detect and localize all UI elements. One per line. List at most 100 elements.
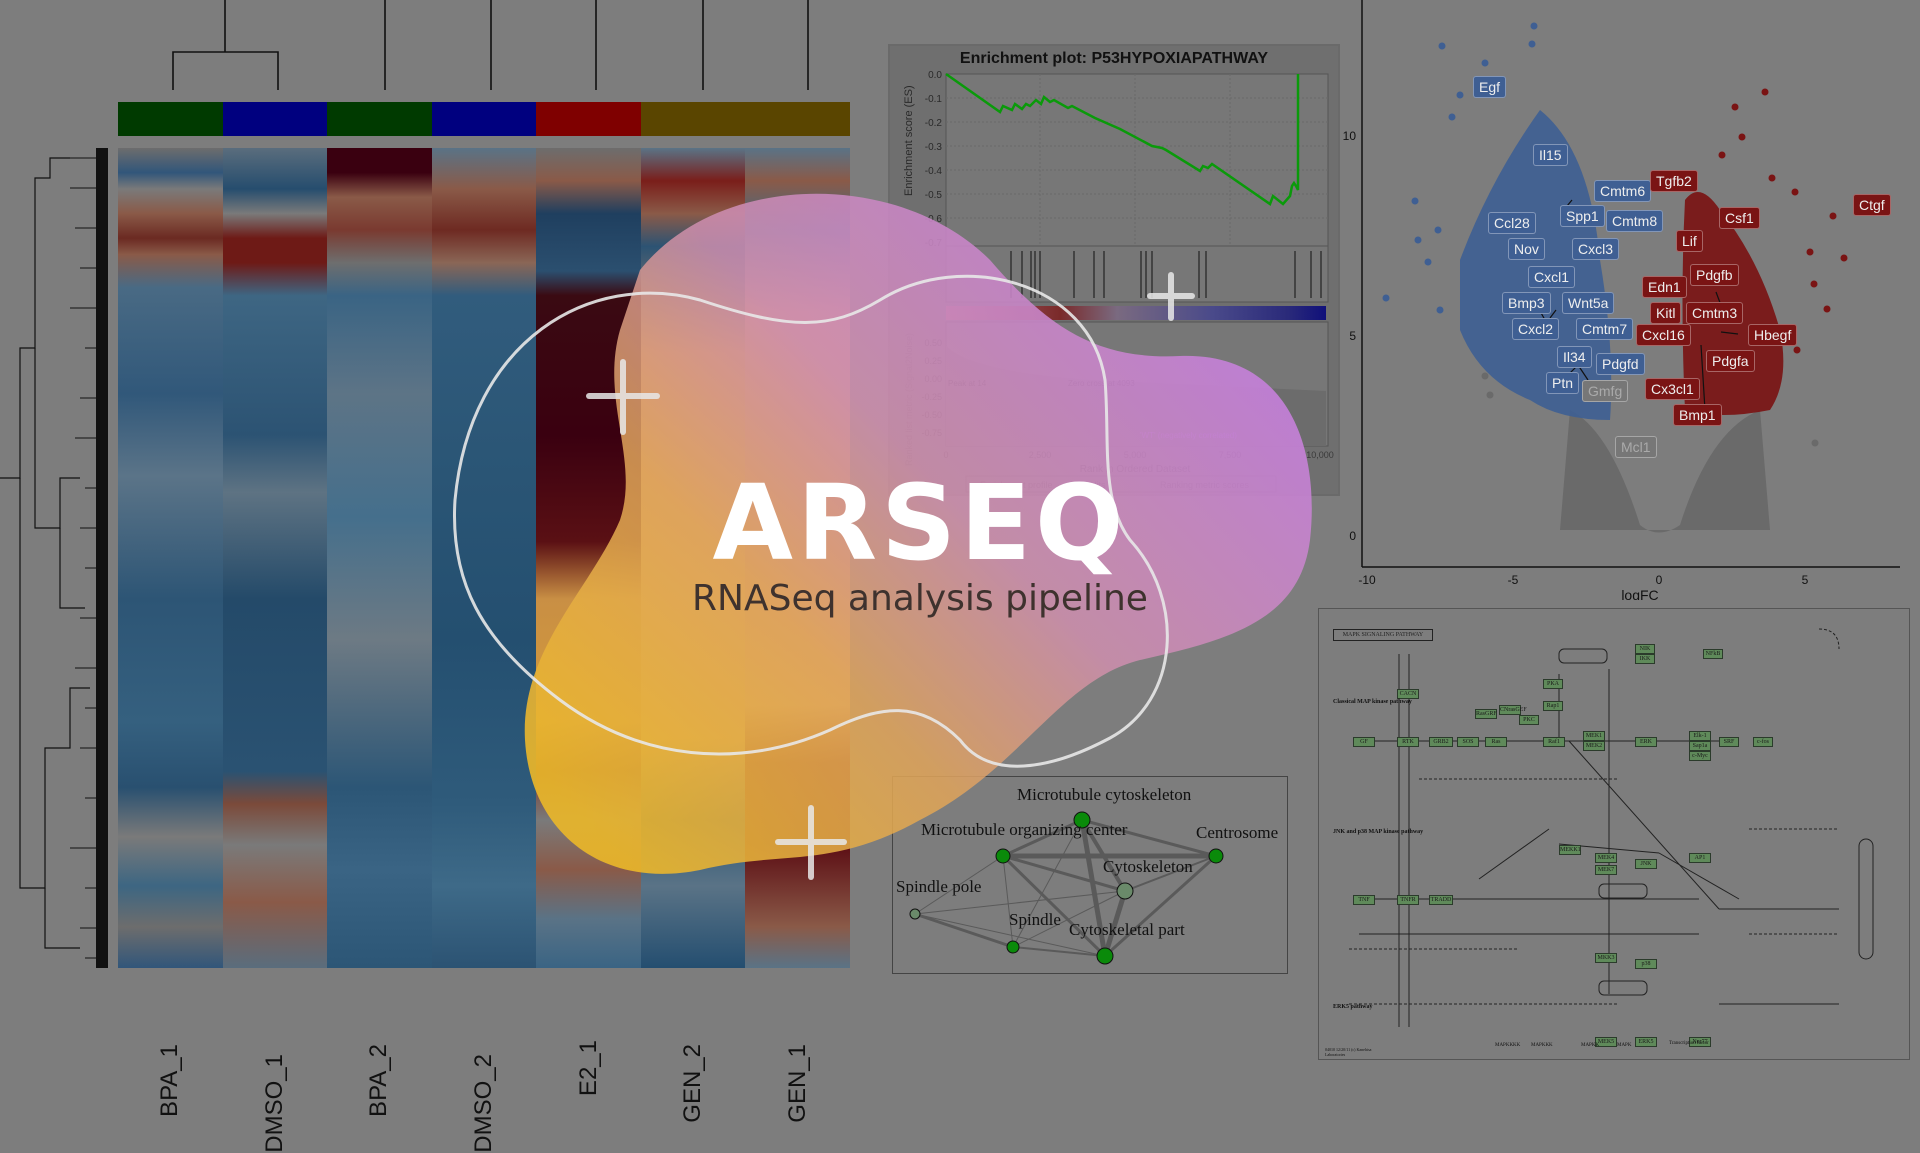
kegg-node: CNrasGEF (1499, 705, 1527, 715)
kegg-copyright: 04010 12/20/11 (c) Kanehisa Laboratories (1325, 1047, 1372, 1057)
kegg-node: IKK (1635, 654, 1655, 664)
annotation-cell (118, 102, 223, 136)
node-label: Microtubule cytoskeleton (1017, 785, 1192, 804)
gsea-chart: 0.0 -0.1 -0.2 -0.3 -0.4 -0.5 -0.6 -0.7 E… (903, 70, 1334, 493)
svg-text:-0.4: -0.4 (925, 166, 943, 177)
gene-label: Cxcl1 (1528, 266, 1576, 288)
kegg-footer-label: MAPKK (1581, 1043, 1600, 1048)
kegg-node: c-fos (1753, 737, 1773, 747)
node-label: Microtubule organizing center (921, 820, 1128, 839)
sample-label: DMSO_2 (470, 1054, 498, 1153)
kegg-node: c-Myc (1689, 751, 1711, 761)
gene-label: Lif (1676, 230, 1703, 252)
gene-label: Cxcl16 (1636, 324, 1691, 346)
gsea-enrichment-plot: Enrichment plot: P53HYPOXIAPATHWAY 0.0 -… (888, 44, 1340, 496)
kegg-node: MEKK1 (1559, 845, 1581, 855)
hero-title: ARSEQ (712, 462, 1128, 584)
kegg-node: MKK3 (1595, 953, 1617, 963)
gene-label: Spp1 (1560, 205, 1605, 227)
hero-subtitle: RNASeq analysis pipeline (692, 578, 1148, 619)
kegg-node: Sap1a (1689, 741, 1711, 751)
sample-label: E2_1 (574, 1040, 602, 1097)
svg-text:0.00: 0.00 (924, 374, 942, 384)
sample-label: DMSO_1 (260, 1054, 288, 1153)
svg-text:10: 10 (1343, 129, 1357, 143)
kegg-node: AP1 (1689, 853, 1711, 863)
gene-label: Cmtm3 (1686, 302, 1744, 324)
kegg-node: Rap1 (1543, 701, 1563, 711)
kegg-node: PKA (1543, 679, 1563, 689)
annotation-cell (431, 102, 537, 136)
kegg-node: MEK2 (1583, 741, 1605, 751)
annotation-cell (536, 102, 641, 136)
sample-label: GEN_2 (679, 1044, 707, 1123)
kegg-node: MEK7 (1595, 865, 1617, 875)
kegg-node: Ras (1485, 737, 1507, 747)
svg-text:-0.50: -0.50 (921, 410, 942, 420)
kegg-footer-label: MAPKKKK (1495, 1043, 1521, 1048)
volcano-plot: 0 5 10 -10 -5 0 5 logFC (1340, 0, 1920, 600)
kegg-node: TRADD (1429, 895, 1453, 905)
gene-label: Edn1 (1642, 276, 1687, 298)
svg-text:-0.1: -0.1 (925, 94, 943, 105)
svg-text:0.0: 0.0 (928, 70, 942, 81)
svg-text:logFC: logFC (1621, 587, 1658, 600)
svg-text:-10: -10 (1358, 573, 1376, 587)
kegg-node: ERK5 (1635, 1037, 1657, 1047)
kegg-footer-label: Transcription factor (1669, 1041, 1709, 1046)
gene-label: Hbegf (1748, 324, 1798, 346)
svg-text:5,000: 5,000 (1124, 450, 1147, 460)
node-label: Spindle pole (896, 877, 982, 896)
kegg-node: MEK4 (1595, 853, 1617, 863)
svg-text:-0.5: -0.5 (925, 190, 943, 201)
heatmap-column-bpa2 (327, 148, 432, 968)
kegg-node: TNF (1353, 895, 1375, 905)
svg-text:-0.2: -0.2 (925, 118, 943, 129)
svg-text:Peak at 14: Peak at 14 (948, 379, 987, 388)
svg-text:7,500: 7,500 (1219, 450, 1242, 460)
gene-label: Nov (1508, 238, 1545, 260)
gene-label: Il34 (1557, 346, 1592, 368)
gene-label: Kitl (1650, 302, 1682, 324)
svg-text:5: 5 (1802, 573, 1809, 587)
gene-label: Cmtm7 (1576, 318, 1634, 340)
gene-label: Pdgfd (1596, 353, 1645, 375)
gene-label: Pdgfb (1690, 264, 1739, 286)
heatmap-column-bpa1 (118, 148, 223, 968)
kegg-node: CACN (1397, 689, 1419, 699)
sample-labels: BPA_1 DMSO_1 BPA_2 DMSO_2 E2_1 GEN_2 GEN… (118, 990, 850, 1153)
annotation-cell (327, 102, 432, 136)
svg-text:-0.25: -0.25 (921, 392, 942, 402)
svg-text:-0.75: -0.75 (921, 428, 942, 438)
gene-label: Cmtm6 (1594, 180, 1652, 202)
svg-text:2,500: 2,500 (1029, 450, 1052, 460)
svg-text:-0.3: -0.3 (925, 142, 943, 153)
gene-label: Cx3cl1 (1645, 378, 1700, 400)
sample-label: GEN_1 (783, 1044, 811, 1123)
svg-text:0.50: 0.50 (924, 338, 942, 348)
gene-label: Ccl28 (1488, 212, 1536, 234)
kegg-node: ERK (1635, 737, 1657, 747)
gene-label: Cmtm8 (1606, 210, 1664, 232)
network-edges (909, 811, 1224, 965)
kegg-node: NIK (1635, 644, 1655, 654)
gene-label: Gmfg (1582, 380, 1629, 402)
go-network-plot: Microtubule cytoskeleton Microtubule org… (892, 776, 1288, 974)
svg-text:Zero cross at 4093: Zero cross at 4093 (1068, 379, 1135, 388)
kegg-node: RasGRF (1475, 709, 1497, 719)
column-dendrogram (172, 0, 809, 90)
svg-text:'WT' (negatively correlated): 'WT' (negatively correlated) (1140, 431, 1237, 440)
kegg-node: NFkB (1703, 649, 1723, 659)
kegg-node: GRB2 (1429, 737, 1453, 747)
gene-label: Mcl1 (1615, 436, 1657, 458)
kegg-node: MEK1 (1583, 731, 1605, 741)
svg-text:Ranked list metric (Signal2Noi: Ranked list metric (Signal2Noise) (904, 333, 914, 466)
kegg-node: TNFR (1397, 895, 1419, 905)
gene-label: Bmp3 (1502, 292, 1551, 314)
svg-text:10,000: 10,000 (1306, 450, 1334, 460)
gsea-title: Enrichment plot: P53HYPOXIAPATHWAY (959, 50, 1269, 67)
node-label: Cytoskeleton (1103, 857, 1193, 876)
kegg-footer-label: MAPK (1617, 1043, 1632, 1048)
svg-text:5: 5 (1349, 329, 1356, 343)
sample-label: BPA_1 (156, 1044, 184, 1117)
